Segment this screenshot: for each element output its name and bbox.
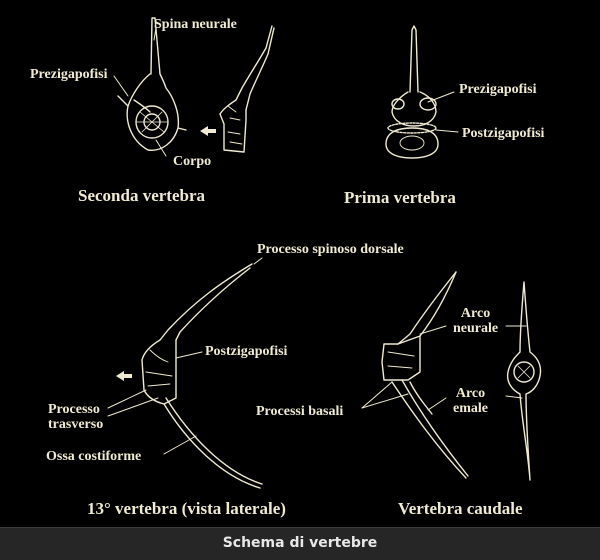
label-arco-emale: Arco emale xyxy=(453,386,488,416)
vertebrae-drawing xyxy=(107,17,542,489)
label-arco-neurale: Arco neurale xyxy=(453,306,499,336)
caudal-vertebra-front xyxy=(506,281,542,481)
second-vertebra-side xyxy=(219,25,275,153)
first-vertebra xyxy=(385,25,439,159)
caption-13-vertebra: 13° vertebra (vista laterale) xyxy=(87,499,286,518)
leader-lines xyxy=(107,27,527,455)
caption-bar: Schema di vertebre xyxy=(0,527,600,560)
image-caption: Schema di vertebre xyxy=(222,535,378,551)
label-prezigapofisi-second: Prezigapofisi xyxy=(30,67,108,82)
label-prezigapofisi-first: Prezigapofisi xyxy=(459,82,537,97)
label-processo-trasverso: Processo trasverso xyxy=(48,402,104,432)
caudal-vertebra-side xyxy=(381,271,469,479)
label-processo-spinoso-dorsale: Processo spinoso dorsale xyxy=(257,242,404,257)
arrow-left-1 xyxy=(200,126,216,136)
caption-seconda-vertebra: Seconda vertebra xyxy=(78,186,206,205)
label-processi-basali: Processi basali xyxy=(256,404,344,419)
thirteenth-vertebra xyxy=(141,263,263,489)
caption-prima-vertebra: Prima vertebra xyxy=(344,188,456,207)
diagram-canvas: Spina neurale Prezigapofisi Corpo Second… xyxy=(30,17,545,518)
second-vertebra-front xyxy=(117,17,187,151)
arrow-left-2 xyxy=(116,371,132,381)
caption-vertebra-caudale: Vertebra caudale xyxy=(398,499,523,518)
label-spina-neurale: Spina neurale xyxy=(154,17,237,32)
label-ossa-costiforme: Ossa costiforme xyxy=(46,449,142,464)
label-corpo: Corpo xyxy=(173,154,212,169)
label-postzigapofisi-13: Postzigapofisi xyxy=(205,344,288,359)
label-postzigapofisi-first: Postzigapofisi xyxy=(462,126,545,141)
